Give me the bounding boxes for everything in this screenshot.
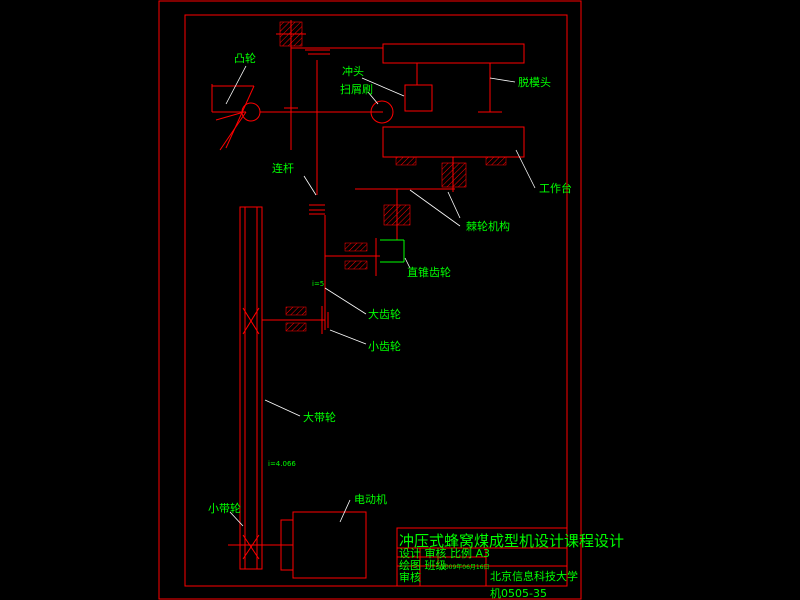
label-small-pulley: 小带轮	[208, 501, 241, 515]
title-block-drawing-no: 机0505-35	[490, 586, 547, 600]
label-large-gear: 大齿轮	[368, 307, 401, 321]
punch-plate	[382, 43, 525, 64]
label-ratio-2: i=4.066	[268, 460, 296, 468]
workbench-plate	[382, 126, 525, 158]
label-workbench: 工作台	[539, 181, 572, 195]
outer-frame	[158, 0, 582, 600]
title-block-title: 冲压式蜂窝煤成型机设计课程设计	[399, 532, 624, 550]
motor	[228, 511, 367, 579]
title-block	[396, 527, 568, 587]
label-connecting-rod: 连杆	[272, 161, 294, 175]
label-ratio-1: i=5	[312, 280, 324, 288]
label-small-gear: 小齿轮	[368, 339, 401, 353]
label-bevel-gear: 直锥齿轮	[407, 265, 451, 279]
bevel-gear	[325, 238, 405, 276]
label-punch: 冲头	[342, 64, 364, 78]
label-large-pulley: 大带轮	[303, 410, 336, 424]
inner-frame	[184, 14, 568, 587]
gear-pair	[262, 306, 329, 334]
label-motor: 电动机	[354, 492, 387, 506]
belt-drive	[239, 206, 263, 570]
title-block-row3-left: 审核	[399, 570, 421, 584]
title-block-row2-left: 绘图 班级	[399, 558, 447, 572]
title-block-row1: 设计 审核 比例 A3	[399, 546, 490, 560]
label-stripper: 脱模头	[518, 75, 551, 89]
label-scraper: 扫屑刷	[340, 83, 373, 96]
label-cam: 凸轮	[234, 51, 256, 65]
punch-head	[404, 84, 433, 112]
label-ratchet: 棘轮机构	[466, 219, 510, 233]
leader-lines	[225, 65, 536, 527]
scraper-brush	[370, 100, 394, 124]
cam-wedge	[211, 84, 255, 151]
title-block-date: 2009年06月16日	[441, 563, 490, 571]
title-block-school: 北京信息科技大学	[490, 569, 578, 583]
